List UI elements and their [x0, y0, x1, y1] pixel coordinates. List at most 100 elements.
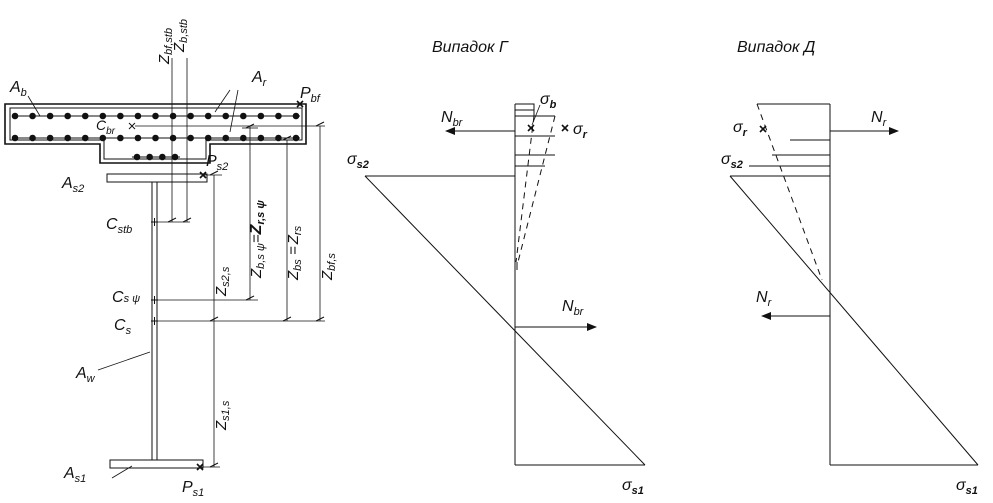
case-g-sigma-s2: σs2 [347, 151, 369, 171]
rebar-dot [187, 134, 194, 142]
case-g-n-br-top: Nbr [441, 109, 464, 129]
rebar-dot [29, 112, 36, 120]
case-d-diagram: Випадок Д σr Nr σs2 Nr σs1 [721, 39, 979, 497]
rebar-dot [169, 112, 177, 120]
rebar-dot [117, 112, 124, 120]
a-s1-leader [111, 465, 133, 479]
rebar-dot [46, 134, 54, 142]
rebar-dot [134, 134, 142, 142]
rebar-dot [187, 112, 194, 120]
rebar-dot [171, 153, 179, 161]
case-d-stress-line [729, 175, 979, 466]
label-p-bf: Pbf [300, 85, 321, 105]
rebar-dot [99, 112, 107, 120]
rebar-dot [11, 134, 19, 142]
rebar-dot [159, 153, 166, 161]
rebar-dot [146, 153, 153, 161]
case-g-sigma-s1: σs1 [622, 477, 644, 497]
c-br-cross [128, 122, 136, 130]
rebar-dot [204, 134, 212, 142]
rebar-dot [257, 112, 265, 120]
case-d-title: Випадок Д [737, 39, 815, 56]
slab-inner-outline [9, 107, 303, 160]
case-g-diagram: Випадок Г Nbr σb σr σs2 Nbr σs1 [347, 39, 646, 497]
c-stb-mark [151, 218, 158, 226]
case-g-dashed-1 [517, 115, 556, 263]
label-c-stb: Cstb [106, 216, 132, 236]
label-z-bspsi: Zb,s ψ=Zr,s ψ [248, 200, 267, 279]
case-d-n-r-top: Nr [871, 109, 888, 129]
sigma-b-leader [531, 104, 541, 126]
rebar-dot [46, 112, 54, 120]
a-b-leader [27, 95, 41, 117]
label-c-spsi: Cs ψ [112, 289, 140, 306]
rebar-dot [152, 134, 159, 142]
slab-outline [4, 103, 307, 164]
c-s-mark [151, 317, 158, 325]
case-d-dashed [756, 103, 823, 281]
c-spsi-mark [151, 296, 158, 304]
rebar-dot [134, 112, 142, 120]
rebar-dot [169, 134, 177, 142]
rebar-dot [240, 134, 247, 142]
rebar-dot [222, 112, 230, 120]
case-g-stress-line [364, 175, 646, 466]
label-a-s1: As1 [63, 465, 86, 485]
rebar-dot [152, 112, 159, 120]
label-a-b: Ab [9, 79, 27, 99]
case-d-sigma-s1: σs1 [956, 477, 978, 497]
rebar-top-row [11, 112, 300, 120]
rebar-dot [257, 134, 265, 142]
rebar-dot [81, 134, 89, 142]
rebar-dot [133, 153, 141, 161]
case-g-n-br-mid: Nbr [562, 298, 585, 318]
label-z-s1-s: Zs1,s [213, 400, 232, 431]
rebar-dot [99, 134, 107, 142]
case-g-sigma-b-cross [527, 124, 535, 132]
label-z-b-stb: Zb,stb [171, 19, 190, 53]
rebar-dot [204, 112, 212, 120]
label-a-r: Ar [251, 69, 268, 89]
label-z-bs: Zbs =Zrs [285, 225, 304, 281]
label-z-bf-s: Zbf,s [319, 253, 338, 281]
label-c-s: Cs [114, 317, 132, 337]
rebar-dot [275, 112, 282, 120]
label-z-bf-stb: Zbf,stb [156, 28, 175, 65]
case-g-dashed-2 [515, 115, 535, 263]
rebar-dot [29, 134, 36, 142]
rebar-dot [117, 134, 124, 142]
a-r-leader-2 [229, 89, 239, 133]
rebar-dot [64, 134, 71, 142]
a-r-leader-1 [214, 89, 231, 113]
case-d-sigma-r-cross [759, 125, 767, 133]
p-bf-cross [296, 100, 304, 108]
case-g-sigma-b: σb [540, 91, 557, 111]
rebar-dot [11, 112, 19, 120]
rebar-dot [240, 112, 247, 120]
case-d-sigma-s2: σs2 [721, 151, 743, 171]
bottom-flange [109, 459, 204, 469]
dimension-lines [27, 58, 325, 479]
label-a-w: Aw [75, 365, 96, 385]
cross-section: Ab Ar Pbf Cbr Ps2 As2 Cstb Cs ψ Cs Aw As… [4, 19, 338, 499]
case-g-top-cap [515, 103, 535, 111]
label-p-s1: Ps1 [182, 479, 204, 499]
case-d-n-r-mid: Nr [756, 289, 773, 309]
a-w-leader [97, 351, 151, 371]
case-d-sigma-r: σr [733, 119, 748, 139]
rebar-dot [81, 112, 89, 120]
label-a-s2: As2 [61, 175, 84, 195]
top-flange [106, 173, 208, 183]
rebar-bottom-row [11, 134, 300, 142]
label-z-s2-s: Zs2,s [213, 266, 232, 297]
case-g-sigma-r-cross [561, 124, 569, 132]
rebar-dot [64, 112, 71, 120]
case-g-title: Випадок Г [432, 39, 509, 56]
rebar-dot [222, 134, 230, 142]
case-g-sigma-r: σr [573, 121, 588, 141]
label-p-s2: Ps2 [206, 153, 228, 173]
rebar-dot [292, 112, 300, 120]
label-c-br: Cbr [96, 117, 116, 137]
